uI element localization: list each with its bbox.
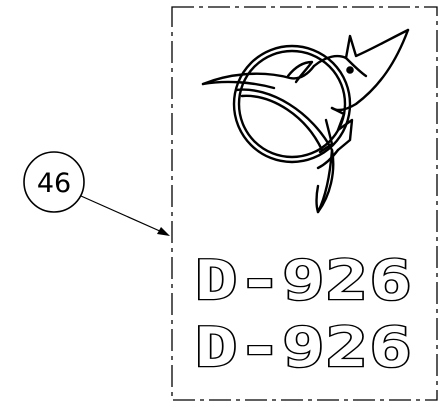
part-label-line-2: D-926 <box>195 316 413 379</box>
callout-number: 46 <box>37 168 71 199</box>
part-label-line-1: D-926 <box>195 249 413 312</box>
callout-balloon: 46 <box>23 151 85 213</box>
rhino-logo-icon <box>201 28 410 214</box>
leader-line <box>80 195 170 236</box>
arrow-head-icon <box>157 227 170 236</box>
decal-outline <box>171 6 438 401</box>
